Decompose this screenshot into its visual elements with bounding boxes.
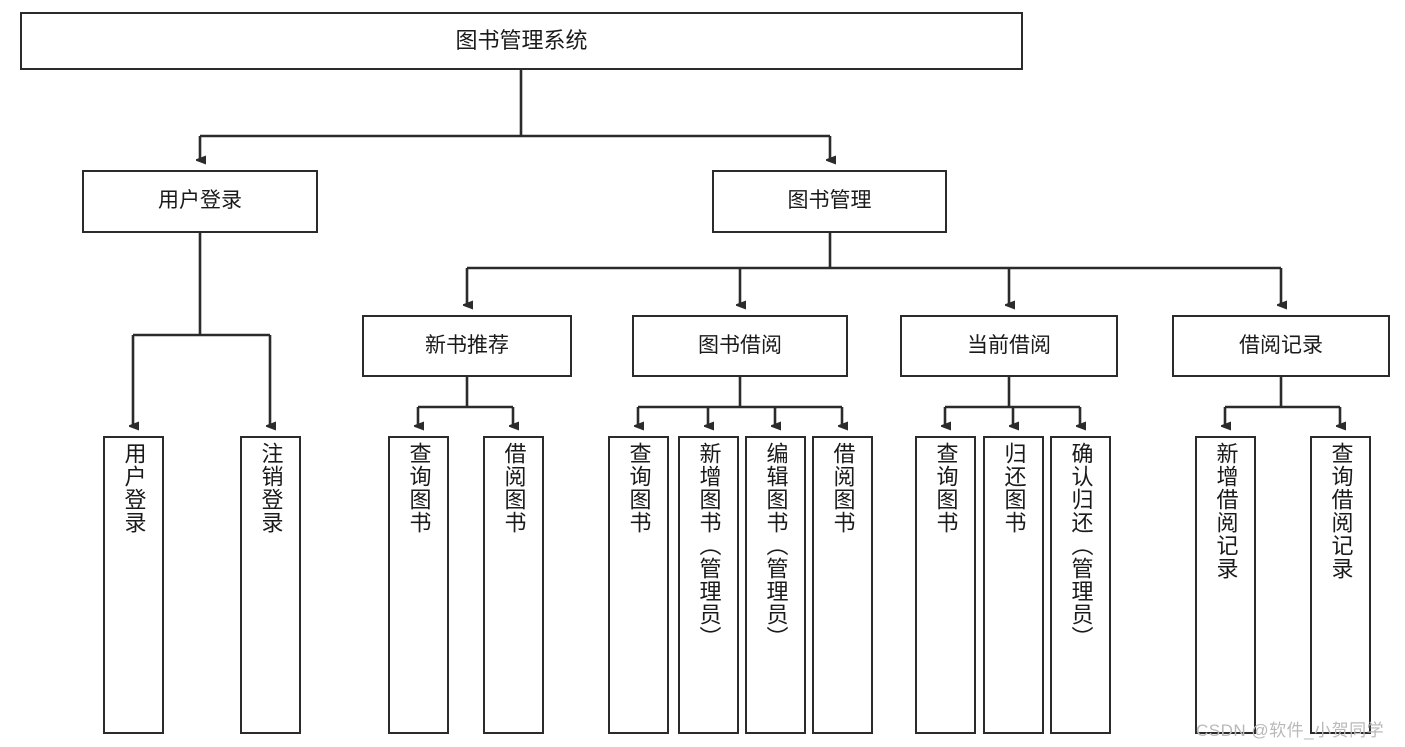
node-borrow-record-label: 借阅记录 (1239, 333, 1323, 357)
leaf-query-borrow-record[interactable]: 查询借阅记录 (1310, 436, 1371, 734)
node-current-borrow-label: 当前借阅 (967, 333, 1051, 357)
leaf-user-login[interactable]: 用户登录 (103, 436, 164, 734)
node-new-book-recommend[interactable]: 新书推荐 (362, 315, 572, 377)
node-root-label: 图书管理系统 (455, 28, 588, 54)
node-borrow-record[interactable]: 借阅记录 (1172, 315, 1390, 377)
leaf-add-book-admin[interactable]: 新增图书（管理员） (678, 436, 739, 734)
leaf-query-book-recommend[interactable]: 查询图书 (388, 436, 449, 734)
leaf-add-borrow-record[interactable]: 新增借阅记录 (1195, 436, 1256, 734)
node-current-borrow[interactable]: 当前借阅 (900, 315, 1118, 377)
leaf-borrow-book[interactable]: 借阅图书 (812, 436, 873, 734)
leaf-add-book-admin-label: 新增图书（管理员） (696, 442, 722, 649)
leaf-query-book-borrow-label: 查询图书 (626, 442, 652, 534)
node-user-login[interactable]: 用户登录 (82, 170, 318, 233)
leaf-return-book-label: 归还图书 (1001, 442, 1027, 534)
leaf-query-book-recommend-label: 查询图书 (406, 442, 432, 534)
node-book-borrow-label: 图书借阅 (698, 333, 782, 357)
leaf-borrow-book-recommend[interactable]: 借阅图书 (483, 436, 544, 734)
leaf-add-borrow-record-label: 新增借阅记录 (1213, 442, 1239, 580)
leaf-edit-book-admin[interactable]: 编辑图书（管理员） (745, 436, 806, 734)
leaf-query-book-borrow[interactable]: 查询图书 (608, 436, 669, 734)
leaf-borrow-book-label: 借阅图书 (830, 442, 856, 534)
node-user-login-label: 用户登录 (158, 189, 242, 213)
leaf-query-borrow-record-label: 查询借阅记录 (1328, 442, 1354, 580)
leaf-edit-book-admin-label: 编辑图书（管理员） (763, 442, 789, 649)
leaf-logout[interactable]: 注销登录 (240, 436, 301, 734)
node-root[interactable]: 图书管理系统 (20, 12, 1023, 70)
leaf-query-book-current-label: 查询图书 (933, 442, 959, 534)
leaf-borrow-book-recommend-label: 借阅图书 (501, 442, 527, 534)
node-book-management-label: 图书管理 (787, 189, 872, 213)
node-book-management[interactable]: 图书管理 (712, 170, 947, 233)
leaf-return-book[interactable]: 归还图书 (983, 436, 1044, 734)
leaf-logout-label: 注销登录 (258, 442, 284, 534)
leaf-query-book-current[interactable]: 查询图书 (915, 436, 976, 734)
node-new-book-recommend-label: 新书推荐 (425, 333, 509, 357)
leaf-user-login-label: 用户登录 (121, 442, 147, 534)
csdn-watermark: CSDN @软件_小贺同学 (1196, 721, 1385, 740)
leaf-confirm-return-admin-label: 确认归还（管理员） (1068, 442, 1094, 649)
node-book-borrow[interactable]: 图书借阅 (632, 315, 848, 377)
leaf-confirm-return-admin[interactable]: 确认归还（管理员） (1050, 436, 1111, 734)
